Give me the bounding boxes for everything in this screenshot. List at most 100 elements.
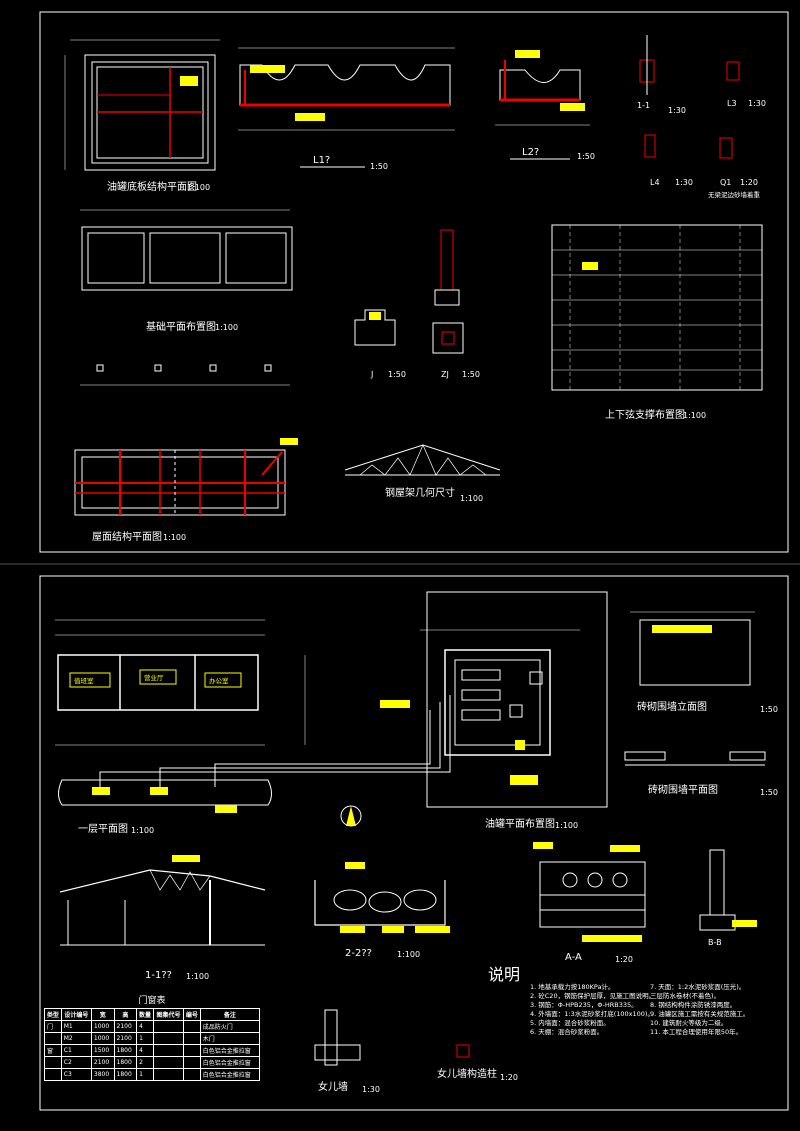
beam-l1: L1? 1:50 [238,47,455,171]
svg-text:1:50: 1:50 [388,370,406,379]
zj-title: ZJ [441,370,449,379]
note-line: 9. 油罐区施工需按有关规范施工。 [650,1009,749,1018]
svg-text:1:30: 1:30 [668,106,686,115]
floor1-title: 一层平面图 [78,823,128,835]
table-cell: 4 [136,1044,154,1057]
table-cell [183,1044,201,1057]
tank-layout-title: 油罐平面布置图 [485,817,555,830]
svg-text:1:100: 1:100 [683,411,706,420]
bracing-title: 上下弦支撑布置图 [605,408,685,421]
table-cell: 白色铝合金推拉窗 [199,1044,261,1057]
svg-text:1:100: 1:100 [131,826,154,835]
svg-text:1:20: 1:20 [740,178,758,187]
note-line: 8. 钢结构构件涂防锈漆两度。 [650,1000,736,1009]
secBB-title: B-B [708,938,722,947]
roof-title: 屋面结构平面图 [92,530,162,543]
table-cell: M2 [60,1032,92,1045]
section-2-2: 2-2?? 1:100 [314,862,450,959]
table-cell: 白色铝合金推拉窗 [199,1056,261,1069]
section-a-a: A-A 1:20 [533,842,646,964]
note-line: 5. 内墙面：混合砂浆粉面。 [530,1018,610,1027]
note-line: 7. 天面：1:2水泥砂浆面(压光)。 [650,982,745,991]
table-cell: 1500 [90,1044,115,1057]
table-cell: 木门 [199,1032,261,1045]
tank-base-title: 油罐底板结构平面图 [107,180,197,193]
svg-text:1:100: 1:100 [555,821,578,830]
truss-title: 钢屋架几何尺寸 [385,486,455,499]
table-cell [183,1068,201,1081]
tank-layout: 油罐平面布置图 1:100 [380,591,608,830]
table-cell [152,1032,185,1045]
room-label: 值班室 [74,676,94,685]
design-notes: 说明 1. 地基承载力按180KPa计。 2. 砼C20，钢筋保护层厚，见施工图… [488,965,749,1036]
svg-text:1:100: 1:100 [460,494,483,503]
svg-text:1:100: 1:100 [215,323,238,332]
brick-elev-title: 砖砌围墙立面图 [637,700,707,713]
table-cell: 成品防火门 [199,1020,261,1033]
table-cell [44,1056,62,1069]
l2-scale: 1:50 [577,152,595,161]
brick-plan-title: 砖砌围墙平面图 [648,783,718,796]
note-line: 6. 天棚：混合砂浆粉面。 [530,1027,603,1036]
truss-geometry: 钢屋架几何尺寸 1:100 [344,444,501,503]
section-1-1: 1-1?? 1:100 [59,855,266,981]
svg-text:1:50: 1:50 [760,788,778,797]
beam-l2: L2? 1:50 [495,50,595,161]
floor1-plan: 值班室 营业厅 办公室 一层平面图 1:100 [55,619,451,835]
l1-scale: 1:50 [370,162,388,171]
j-title: J [370,370,373,379]
table-cell: 1800 [113,1068,138,1081]
room-label: 营业厅 [144,673,164,682]
table-cell: 3800 [90,1068,115,1081]
table-cell [183,1056,201,1069]
svg-text:1:50: 1:50 [462,370,480,379]
parapet-details: 女儿墙 1:30 女儿墙构造柱 1:20 [314,1009,518,1094]
svg-text:1:30: 1:30 [675,178,693,187]
table-cell: 1000 [90,1032,115,1045]
sec22-title: 2-2?? [345,948,372,959]
table-cell: 1000 [90,1020,115,1033]
sheet1-border [39,11,789,553]
svg-text:1:20: 1:20 [500,1073,518,1082]
l1-title: L1? [313,155,330,166]
brick-wall: 砖砌围墙立面图 1:50 砖砌围墙平面图 1:50 [624,611,778,797]
roof-plan: 屋面结构平面图 1:100 [74,438,298,543]
frame-note: 无梁泥边砂墙着重 [708,190,761,199]
notes-title: 说明 [488,965,520,984]
table-cell: 1800 [113,1044,138,1057]
table-cell [152,1056,185,1069]
table-cell: 窗 [44,1044,62,1057]
table-cell [152,1068,185,1081]
door-table-title: 门窗表 [138,996,166,1006]
l3-title: L3 [727,99,737,108]
table-cell: 2 [136,1056,154,1069]
secAA-title: A-A [565,952,582,963]
parapet-col-title: 女儿墙构造柱 [437,1067,497,1080]
table-cell: 4 [136,1020,154,1033]
table-cell: C2 [60,1056,92,1069]
table-cell [183,1032,201,1045]
table-cell [183,1020,201,1033]
note-line: 三层防水卷材(不着色)。 [650,991,720,1000]
svg-text:1:100: 1:100 [397,950,420,959]
svg-text:1:50: 1:50 [760,705,778,714]
tank-base-plan: 油罐底板结构平面图 1:100 [64,39,220,193]
table-cell: C3 [60,1068,92,1081]
table-cell: 1 [136,1032,154,1045]
room-label: 办公室 [209,676,229,685]
note-line: 10. 建筑耐火等级为二级。 [650,1018,727,1027]
l2-title: L2? [522,147,539,158]
note-line: 1. 地基承载力按180KPa计。 [530,982,615,991]
footing-details: J 1:50 ZJ 1:50 [354,229,480,379]
table-cell: 2100 [113,1032,138,1045]
table-cell: 白色铝合金推拉窗 [199,1068,261,1081]
sec11-title: 1-1 [637,101,650,110]
parapet-title: 女儿墙 [318,1080,348,1093]
